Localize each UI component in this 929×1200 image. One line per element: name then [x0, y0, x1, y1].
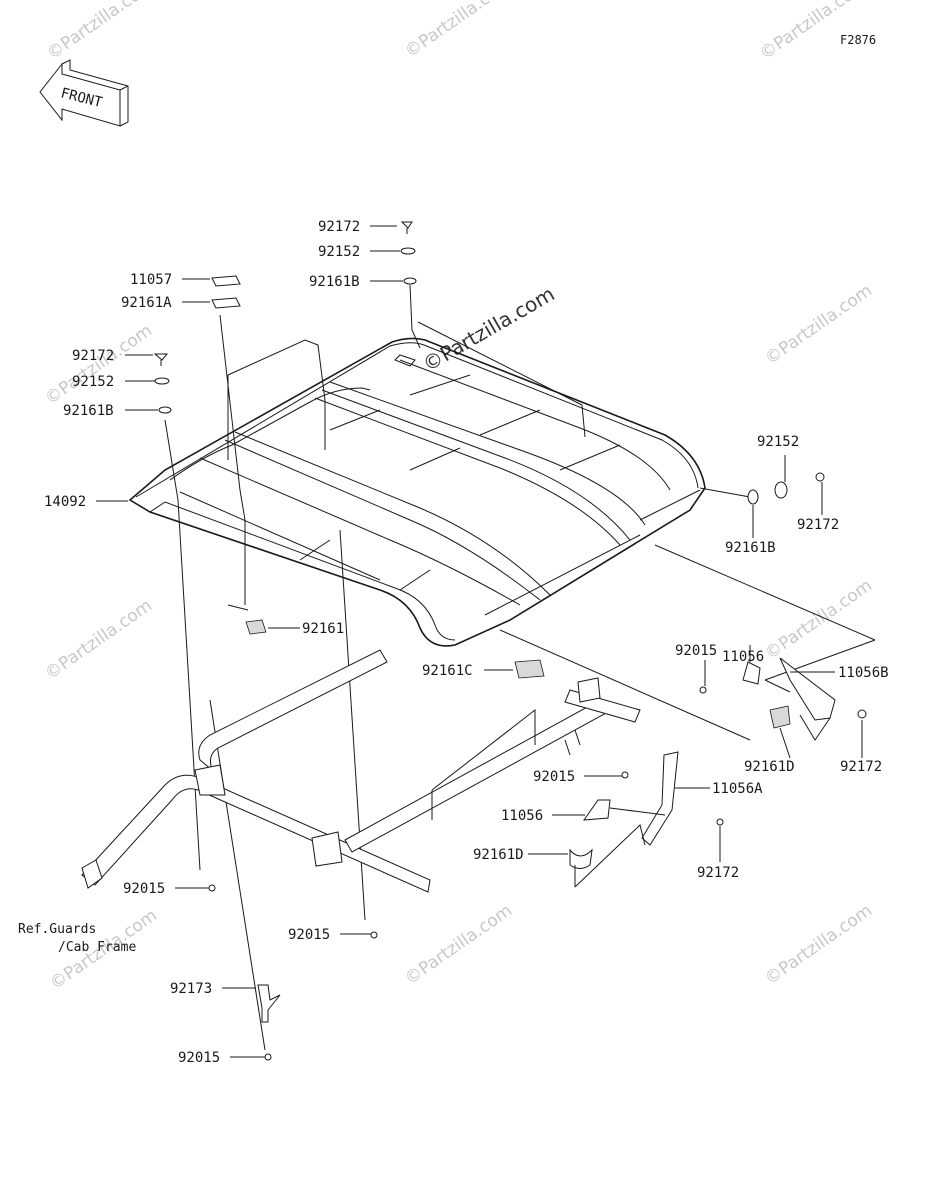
ref-note-line1: Ref.Guards — [18, 922, 96, 937]
part-label: 11056A — [712, 781, 763, 797]
right-brackets — [569, 472, 867, 888]
part-label: 92015 — [123, 881, 165, 897]
watermark-text: ©Partzilla.com — [761, 281, 876, 370]
part-label: 92152 — [72, 374, 114, 390]
part-label: 92172 — [318, 219, 360, 235]
roof-panel — [128, 337, 706, 647]
label-leaders — [96, 225, 863, 1058]
part-label: 11056B — [838, 665, 889, 681]
part-label: 14092 — [44, 494, 86, 510]
figure-code: F2876 — [840, 33, 876, 47]
part-label: 92015 — [533, 769, 575, 785]
bottom-hardware — [208, 884, 378, 1061]
ref-note-line2: /Cab Frame — [58, 940, 136, 955]
pad-92161 — [245, 619, 267, 635]
part-label: 92161B — [725, 540, 776, 556]
front-arrow-icon: FRONT — [39, 59, 129, 127]
part-label: 11056 — [501, 808, 543, 824]
part-label: 92015 — [288, 927, 330, 943]
watermark-text: ©Partzilla.com — [761, 576, 876, 665]
part-label: 92015 — [675, 643, 717, 659]
part-label: 11057 — [130, 272, 172, 288]
part-label: 92161D — [473, 847, 524, 863]
top-hardware — [153, 221, 417, 414]
part-label: 92172 — [697, 865, 739, 881]
part-label: 92161D — [744, 759, 795, 775]
part-label: 92152 — [318, 244, 360, 260]
watermark-text: ©Partzilla.com — [401, 0, 516, 62]
cab-frame-tubes — [81, 649, 641, 893]
part-label: 92152 — [757, 434, 799, 450]
part-label: 92161 — [302, 621, 344, 637]
watermark-text: ©Partzilla.com — [41, 596, 156, 685]
watermark-text: ©Partzilla.com — [43, 0, 158, 64]
part-label: 11056 — [722, 649, 764, 665]
part-labels: 92172 92152 92161B 11057 92161A 92172 92… — [44, 219, 889, 1066]
pad-92161C — [514, 659, 545, 679]
watermark-text: ©Partzilla.com — [419, 282, 559, 377]
part-label: 92172 — [797, 517, 839, 533]
watermark-text: ©Partzilla.com — [401, 901, 516, 990]
part-label: 92173 — [170, 981, 212, 997]
part-label: 92161A — [121, 295, 172, 311]
part-label: 92015 — [178, 1050, 220, 1066]
part-label: 92172 — [840, 759, 882, 775]
part-label: 92161B — [309, 274, 360, 290]
part-label: 92172 — [72, 348, 114, 364]
watermark-text: ©Partzilla.com — [41, 321, 156, 410]
watermark-text: ©Partzilla.com — [761, 901, 876, 990]
part-label: 92161C — [422, 663, 473, 679]
part-label: 92161B — [63, 403, 114, 419]
